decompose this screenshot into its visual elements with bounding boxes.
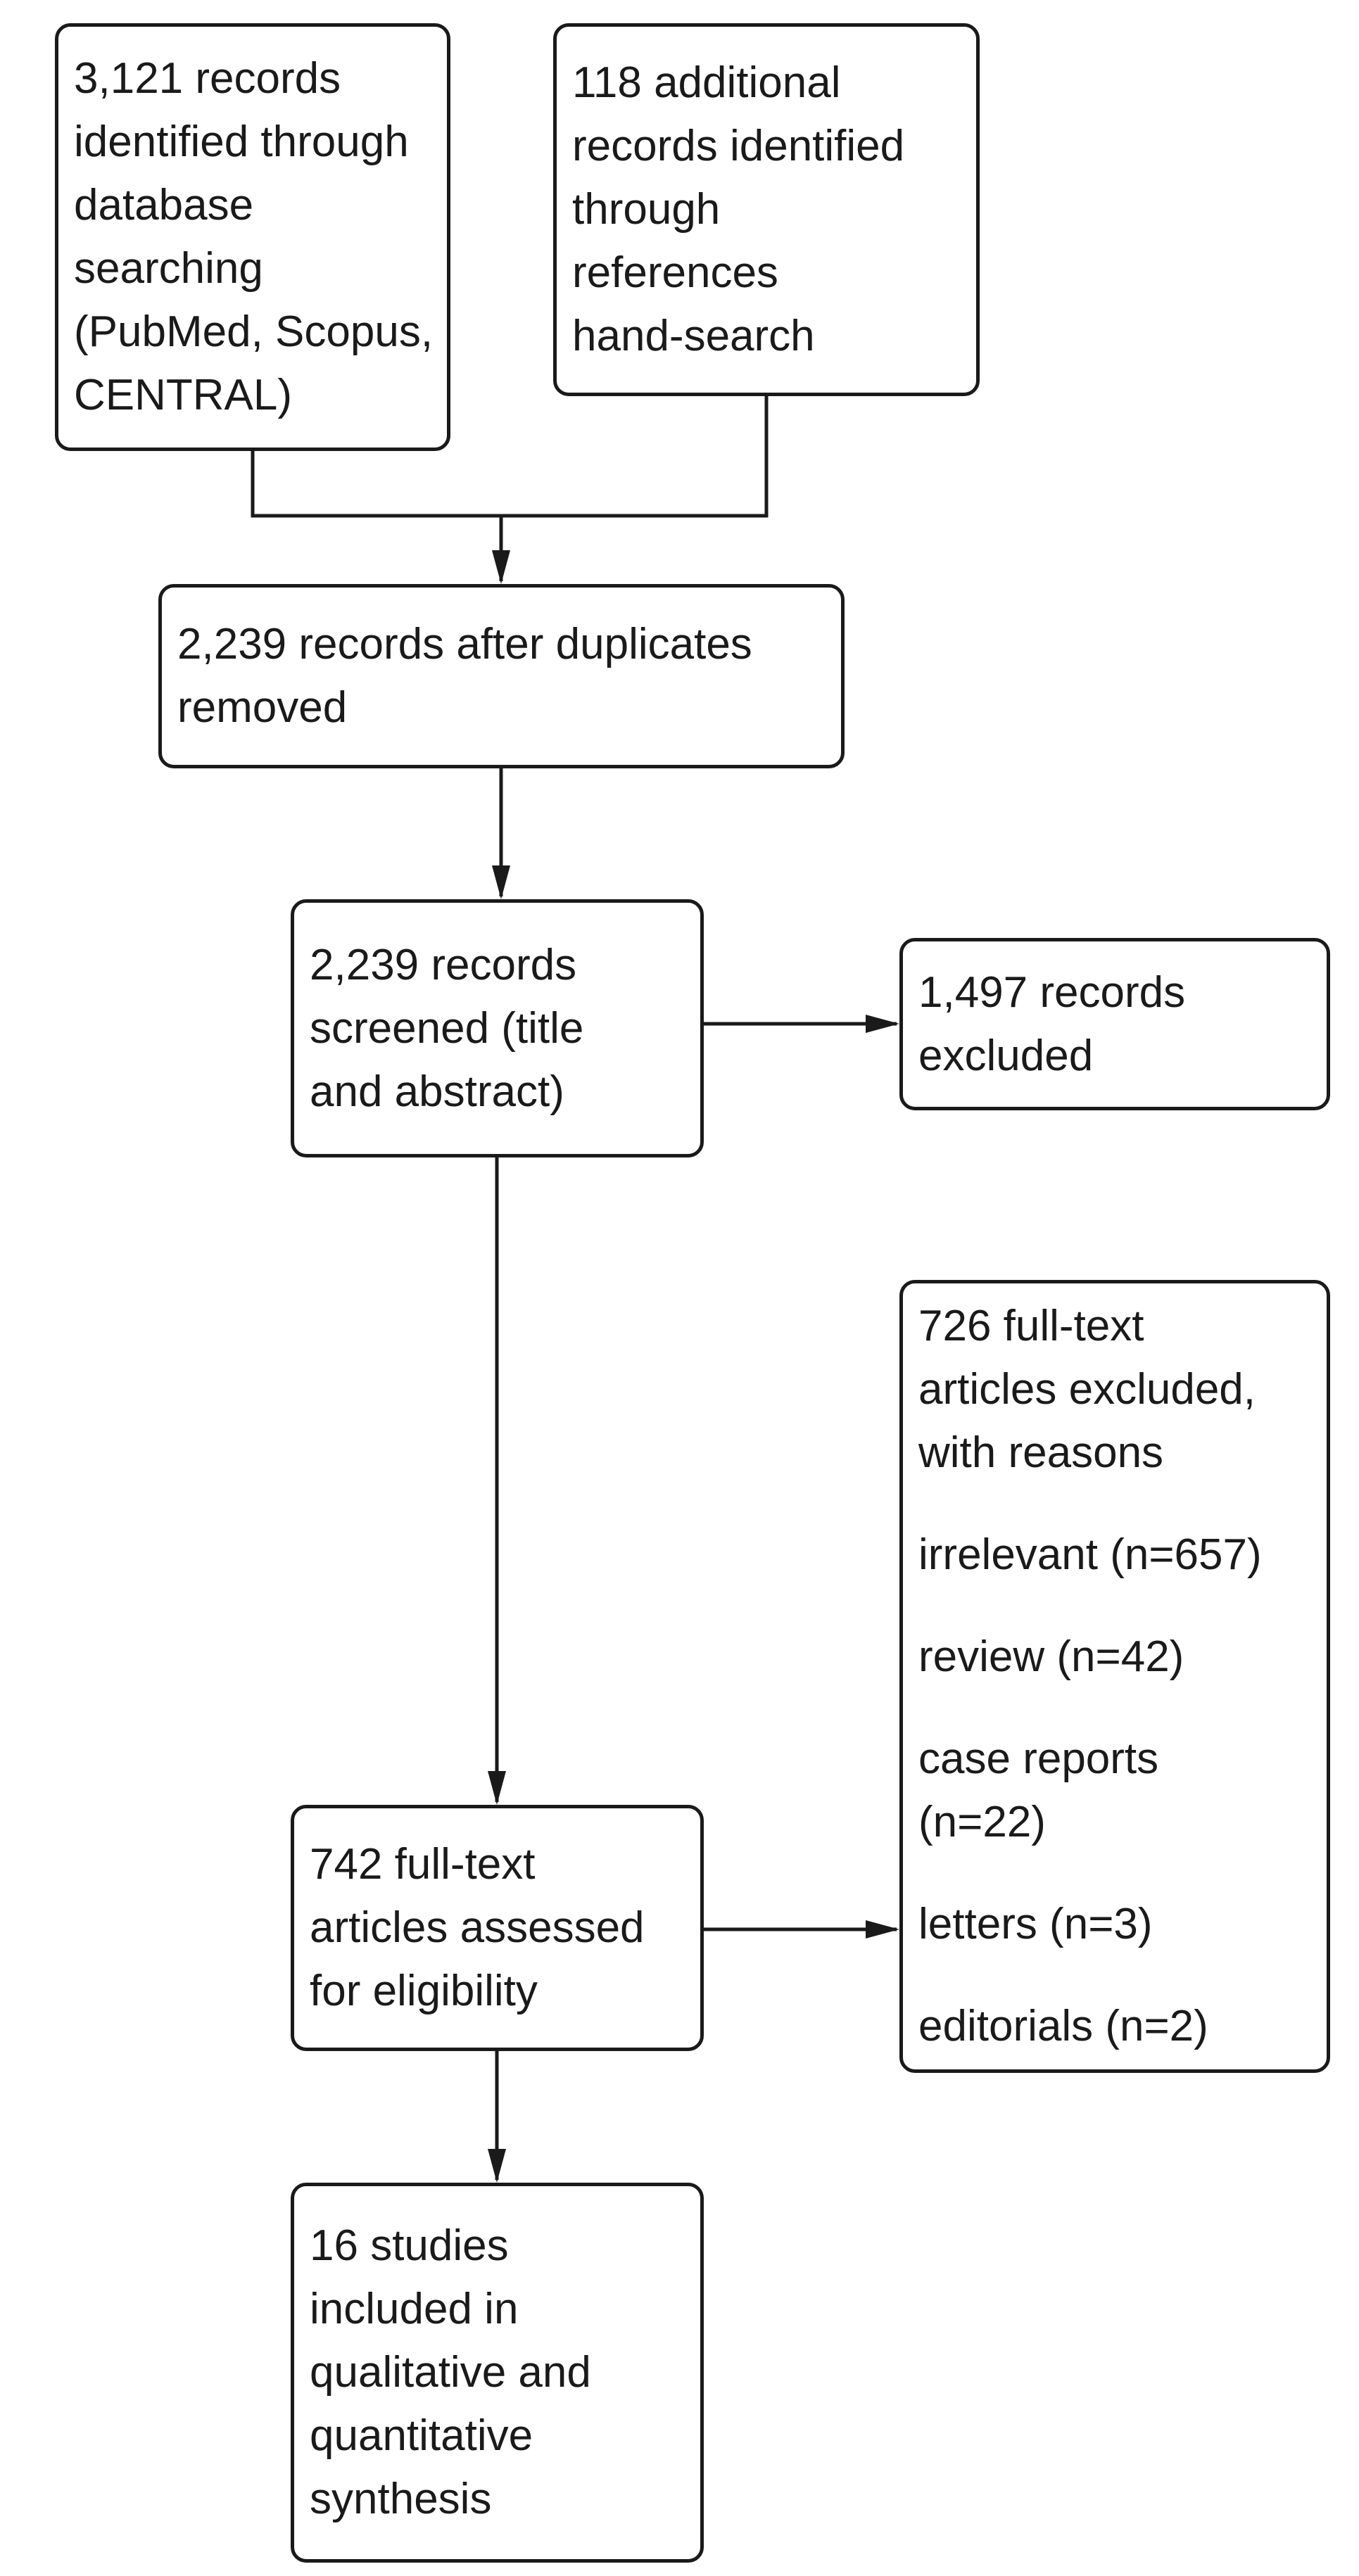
box-fulltext-assessed: 742 full-text articles assessed for elig… bbox=[291, 1805, 704, 2051]
box-records-identified-database: 3,121 records identified through databas… bbox=[55, 23, 450, 451]
exclusion-reason-irrelevant: irrelevant (n=657) bbox=[918, 1530, 1262, 1579]
arrowhead-right-icon bbox=[866, 1015, 899, 1033]
box-records-after-duplicates: 2,239 records after duplicates removed bbox=[158, 584, 845, 768]
box-studies-included: 16 studies included in qualitative and q… bbox=[291, 2183, 704, 2563]
box-fulltext-excluded-heading: 726 full-text articles excluded, with re… bbox=[918, 1302, 1256, 1477]
merge-connector-line bbox=[251, 396, 769, 518]
box-records-identified-database-text: 3,121 records identified through databas… bbox=[74, 54, 434, 419]
arrowhead-down-icon bbox=[492, 865, 510, 899]
box-records-excluded: 1,497 records excluded bbox=[899, 938, 1330, 1110]
box-records-identified-handsearch: 118 additional records identified throug… bbox=[553, 23, 980, 396]
exclusion-reason-editorials: editorials (n=2) bbox=[918, 2002, 1208, 2050]
box-records-after-duplicates-text: 2,239 records after duplicates removed bbox=[177, 620, 752, 732]
box-studies-included-text: 16 studies included in qualitative and q… bbox=[310, 2221, 591, 2523]
exclusion-reason-review: review (n=42) bbox=[918, 1632, 1184, 1681]
arrowhead-down-icon bbox=[492, 550, 510, 584]
exclusion-reason-case-reports: case reports (n=22) bbox=[918, 1734, 1159, 1846]
box-records-screened: 2,239 records screened (title and abstra… bbox=[291, 899, 704, 1157]
exclusion-reason-letters: letters (n=3) bbox=[918, 1900, 1153, 1948]
box-records-excluded-text: 1,497 records excluded bbox=[918, 967, 1186, 1080]
arrowhead-down-icon bbox=[488, 1771, 506, 1805]
box-records-screened-text: 2,239 records screened (title and abstra… bbox=[310, 940, 584, 1116]
box-fulltext-assessed-text: 742 full-text articles assessed for elig… bbox=[310, 1840, 645, 2015]
box-fulltext-excluded: 726 full-text articles excluded, with re… bbox=[899, 1280, 1330, 2073]
arrowhead-right-icon bbox=[866, 1920, 899, 1939]
arrowhead-down-icon bbox=[488, 2149, 506, 2183]
box-records-identified-handsearch-text: 118 additional records identified throug… bbox=[572, 58, 905, 360]
